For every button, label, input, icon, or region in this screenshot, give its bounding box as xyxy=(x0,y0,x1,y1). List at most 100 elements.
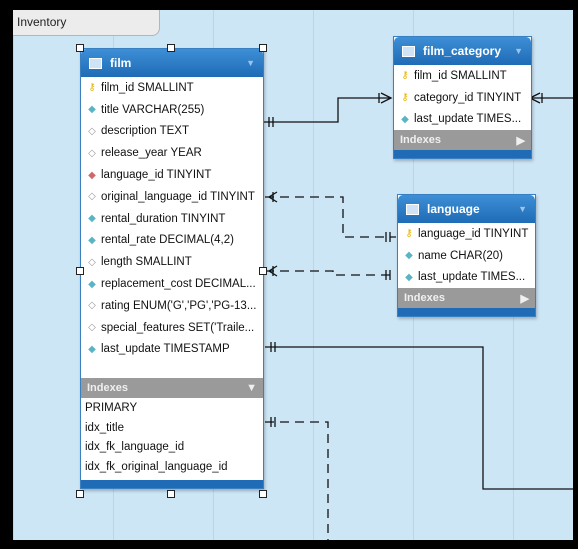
column-list: ⚷language_id TINYINT ◆ name CHAR(20) ◆ last_… xyxy=(398,223,535,288)
diagram-canvas[interactable]: Inventory film xyxy=(13,10,573,540)
table-header[interactable]: film ▼ xyxy=(81,49,263,77)
column-list: ⚷ film_id SMALLINT ⚷ category_id TINYINT ◆ la… xyxy=(394,65,531,130)
hollow-diamond-icon: ◇ xyxy=(88,125,96,137)
column-label: last_update TIMES... xyxy=(414,113,522,126)
column-row[interactable]: ◇ rating ENUM('G','PG','PG-13... xyxy=(81,295,263,317)
diamond-icon: ◆ xyxy=(88,213,96,225)
column-row[interactable]: ◆last_update TIMESTAMP xyxy=(81,339,263,361)
indexes-label: Indexes xyxy=(400,134,441,147)
column-label: special_features SET('Traile... xyxy=(101,321,255,334)
resize-handle-sw[interactable] xyxy=(76,490,84,498)
column-row[interactable]: ◆ language_id TINYINT xyxy=(81,164,263,186)
index-row[interactable]: idx_fk_original_language_id xyxy=(85,460,228,473)
column-row[interactable]: ◆ name CHAR(20) xyxy=(398,245,535,267)
column-label: replacement_cost DECIMAL... xyxy=(101,278,256,291)
column-label: language_id TINYINT xyxy=(101,169,212,182)
table-film[interactable]: film ▼ ⚷ film_id SMALLINT ◆ title VARCHAR(2… xyxy=(80,48,264,490)
diamond-icon: ◆ xyxy=(405,250,413,262)
hollow-diamond-icon: ◇ xyxy=(88,191,96,203)
table-film-category[interactable]: film_category ▼ ⚷ film_id SMALLINT ⚷ catego… xyxy=(393,36,532,160)
table-header[interactable]: film_category ▼ xyxy=(394,37,531,65)
diamond-icon: ◆ xyxy=(88,104,96,116)
column-label: film_id SMALLINT xyxy=(414,69,507,82)
column-row[interactable]: ⚷language_id TINYINT xyxy=(398,223,535,245)
index-row[interactable]: PRIMARY xyxy=(85,402,138,415)
column-row[interactable]: ◇length SMALLINT xyxy=(81,251,263,273)
foreign-key-icon: ◆ xyxy=(88,169,96,181)
hollow-diamond-icon: ◇ xyxy=(88,300,96,312)
collapse-icon[interactable]: ▼ xyxy=(514,46,523,56)
column-label: rental_rate DECIMAL(4,2) xyxy=(101,234,234,247)
primary-key-icon: ⚷ xyxy=(401,92,409,104)
table-header[interactable]: language ▼ xyxy=(398,195,535,223)
table-name: language xyxy=(427,202,480,216)
primary-key-icon: ⚷ xyxy=(401,70,409,82)
relationship-lines xyxy=(263,92,573,540)
diamond-icon: ◆ xyxy=(88,278,96,290)
index-list: PRIMARY idx_title idx_fk_language_id idx_fk… xyxy=(81,398,263,476)
column-row[interactable]: ◆ last_update TIMES... xyxy=(398,267,535,289)
column-label: release_year YEAR xyxy=(101,147,202,160)
column-label: description TEXT xyxy=(101,125,189,138)
column-list: ⚷ film_id SMALLINT ◆ title VARCHAR(255) ◇ des… xyxy=(81,77,263,360)
index-row[interactable]: idx_fk_language_id xyxy=(85,441,185,454)
table-footer xyxy=(81,480,263,489)
rel-film-right xyxy=(265,346,573,490)
column-label: film_id SMALLINT xyxy=(101,81,194,94)
column-row[interactable]: ◆ replacement_cost DECIMAL... xyxy=(81,273,263,295)
table-footer xyxy=(394,150,531,159)
column-row[interactable]: ◆ title VARCHAR(255) xyxy=(81,99,263,121)
expand-indexes-icon[interactable]: ▼ xyxy=(246,382,257,395)
column-label: category_id TINYINT xyxy=(414,91,522,104)
rel-film-film-category xyxy=(263,97,391,123)
diamond-icon: ◆ xyxy=(88,343,96,355)
resize-handle-w[interactable] xyxy=(76,267,84,275)
indexes-bar[interactable]: Indexes ▶ xyxy=(394,130,531,151)
column-row[interactable]: ◇original_language_id TINYINT xyxy=(81,186,263,208)
hollow-diamond-icon: ◇ xyxy=(88,256,96,268)
collapse-icon[interactable]: ▼ xyxy=(518,204,527,214)
collapse-icon[interactable]: ▼ xyxy=(246,58,255,68)
table-language[interactable]: language ▼ ⚷language_id TINYINT ◆ name CHA… xyxy=(397,194,536,318)
resize-handle-s[interactable] xyxy=(167,490,175,498)
expand-indexes-icon[interactable]: ▶ xyxy=(516,134,525,147)
indexes-label: Indexes xyxy=(404,292,445,305)
table-icon xyxy=(402,45,415,57)
rel-film-language-original xyxy=(265,196,396,238)
resize-handle-ne[interactable] xyxy=(259,44,267,52)
rel-film-language xyxy=(265,270,396,276)
column-row[interactable]: ◇release_year YEAR xyxy=(81,142,263,164)
column-row[interactable]: ◇ special_features SET('Traile... xyxy=(81,317,263,339)
column-row[interactable]: ◆ rental_rate DECIMAL(4,2) xyxy=(81,230,263,252)
column-label: rating ENUM('G','PG','PG-13... xyxy=(101,299,257,312)
index-row[interactable]: idx_title xyxy=(85,421,124,434)
indexes-bar[interactable]: Indexes ▼ xyxy=(81,378,263,399)
column-row[interactable]: ⚷ film_id SMALLINT xyxy=(394,65,531,87)
table-name: film_category xyxy=(423,44,502,58)
resize-handle-e[interactable] xyxy=(259,267,267,275)
column-row[interactable]: ◆ rental_duration TINYINT xyxy=(81,208,263,230)
column-row[interactable]: ◆ last_update TIMES... xyxy=(394,109,531,131)
indexes-bar[interactable]: Indexes ▶ xyxy=(398,288,535,309)
column-label: last_update TIMES... xyxy=(418,271,526,284)
expand-indexes-icon[interactable]: ▶ xyxy=(520,292,529,305)
column-row[interactable]: ⚷ category_id TINYINT xyxy=(394,87,531,109)
column-label: name CHAR(20) xyxy=(418,249,503,262)
diamond-icon: ◆ xyxy=(88,234,96,246)
resize-handle-se[interactable] xyxy=(259,490,267,498)
table-icon xyxy=(89,57,102,69)
primary-key-icon: ⚷ xyxy=(88,82,96,94)
hollow-diamond-icon: ◇ xyxy=(88,322,96,334)
diamond-icon: ◆ xyxy=(401,113,409,125)
column-row[interactable]: ◇ description TEXT xyxy=(81,121,263,143)
resize-handle-nw[interactable] xyxy=(76,44,84,52)
column-label: language_id TINYINT xyxy=(418,227,529,240)
column-label: title VARCHAR(255) xyxy=(101,103,205,116)
column-row[interactable]: ⚷ film_id SMALLINT xyxy=(81,77,263,99)
diagram-tab-inventory[interactable]: Inventory xyxy=(13,10,160,36)
diamond-icon: ◆ xyxy=(405,271,413,283)
resize-handle-n[interactable] xyxy=(167,44,175,52)
column-label: rental_duration TINYINT xyxy=(101,212,226,225)
rel-film-down xyxy=(265,421,329,540)
table-name: film xyxy=(110,56,132,70)
